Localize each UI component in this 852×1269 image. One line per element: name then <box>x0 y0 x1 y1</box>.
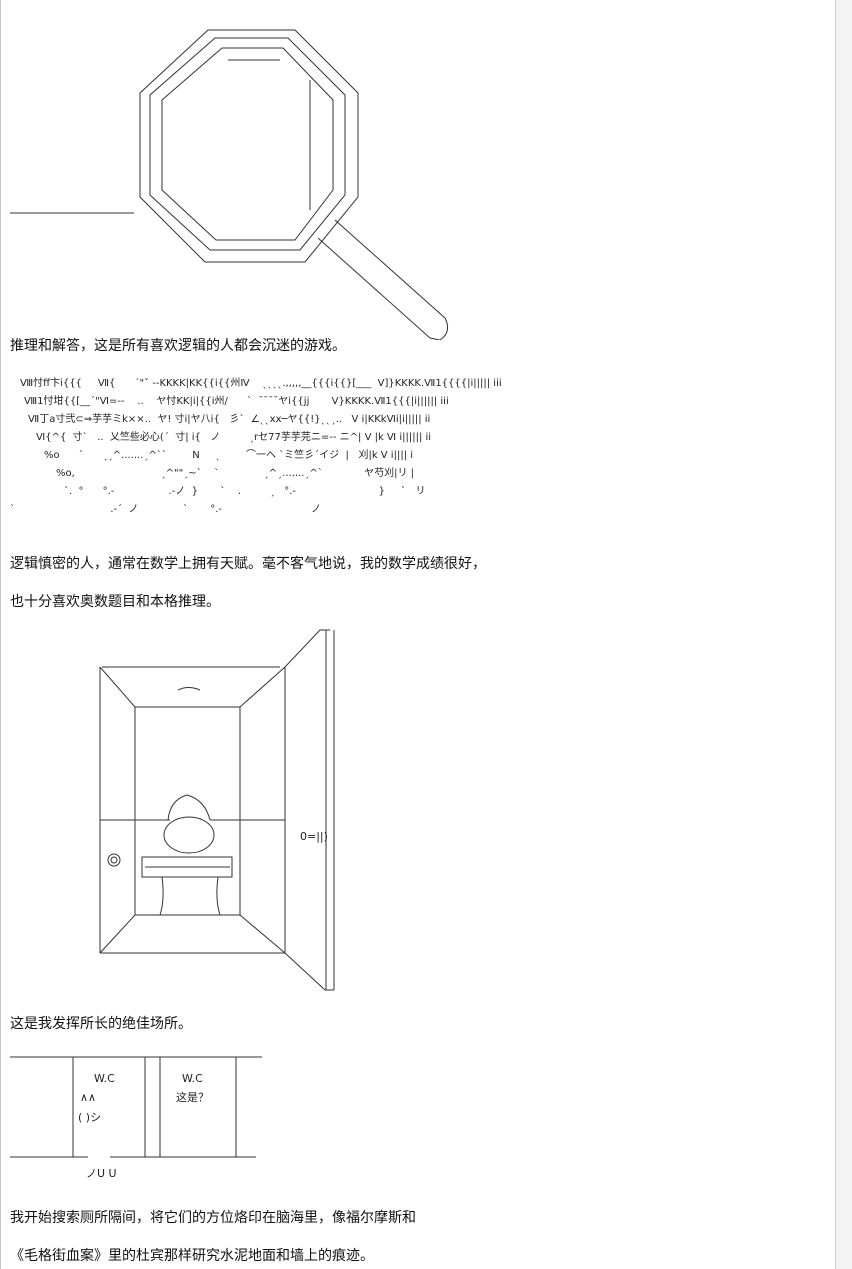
wc-stalls-icon <box>10 1056 262 1158</box>
paragraph-1: 推理和解答，这是所有喜欢逻辑的人都会沉迷的游戏。 <box>10 338 346 354</box>
paragraph-6: 《毛格街血案》里的杜宾那样研究水泥地面和墙上的痕迹。 <box>10 1248 374 1264</box>
wc-sign-left: W.C <box>94 1072 115 1085</box>
right-border <box>835 0 836 1269</box>
ascii-face-line-3: Ⅶ丁a寸弐⊂⇒芋芋ミk××.. ヤ! 寸i|ヤ八i{ 彡ˋ ∠ˎˎxx─ヤ{{!… <box>28 414 431 425</box>
left-border <box>0 0 1 1269</box>
paragraph-5: 我开始搜索厕所隔间，将它们的方位烙印在脑海里，像福尔摩斯和 <box>10 1210 416 1226</box>
scrollbar-gutter[interactable] <box>836 0 852 1269</box>
wc-sign-right: W.C <box>182 1072 203 1085</box>
magnifier-icon <box>10 29 449 340</box>
ascii-face-line-8: ˋ .-ˊ ノ ˋ °.- ノ <box>10 504 322 515</box>
character-face: ( )シ <box>78 1111 102 1124</box>
ascii-face-line-4: Ⅵ{^{ 寸ˋ .. 乂竺些必心(ˊ 寸| i{ ノ ˏrセ77芋芋芫ニ=-- … <box>36 432 432 443</box>
paragraph-2: 逻辑慎密的人，通常在数学上拥有天赋。毫不客气地说，我的数学成绩很好， <box>10 556 486 572</box>
speech-bubble: 这是？ <box>176 1091 209 1104</box>
character-ears: ∧∧ <box>80 1091 97 1104</box>
ascii-face-line-5: %o ˋ ˏˏ^.......ˏ^ˋˋ N ˎ ⌒一へ ˋミ竺彡ˊイジ | 刈|… <box>44 450 414 461</box>
ascii-face-line-2: Ⅷ1忖坩{{[__ˊ"Ⅵ=-- .. ヤ忖KK|i|{{i州/ ˋ ˉ¯¯¯ヤi… <box>24 396 449 407</box>
ascii-face-line-6: %o, ˏ^""ˏ~ˋ ˋ ˏ^ˏ.......ˏ^ˋ ヤ芍刈|リ | <box>56 468 415 479</box>
ascii-face-line-1: Ⅷ忖ff卞i{{{ Ⅶ{ ˊ"ˇ --KKKK|KK{{i{{州Ⅳ ˎˎˎˎ.,… <box>20 378 502 389</box>
ascii-face-line-7: ˋ. ° °.- .-ノ } ˋ . ˏ °.- } ˋ リ <box>64 486 426 497</box>
paragraph-3: 也十分喜欢奥数题目和本格推理。 <box>10 594 220 610</box>
toilet-stall-icon <box>99 629 335 991</box>
paragraph-4: 这是我发挥所长的绝佳场所。 <box>10 1016 192 1032</box>
character-feet: ノU U <box>86 1167 117 1180</box>
door-latch: 0=||) <box>300 830 328 843</box>
